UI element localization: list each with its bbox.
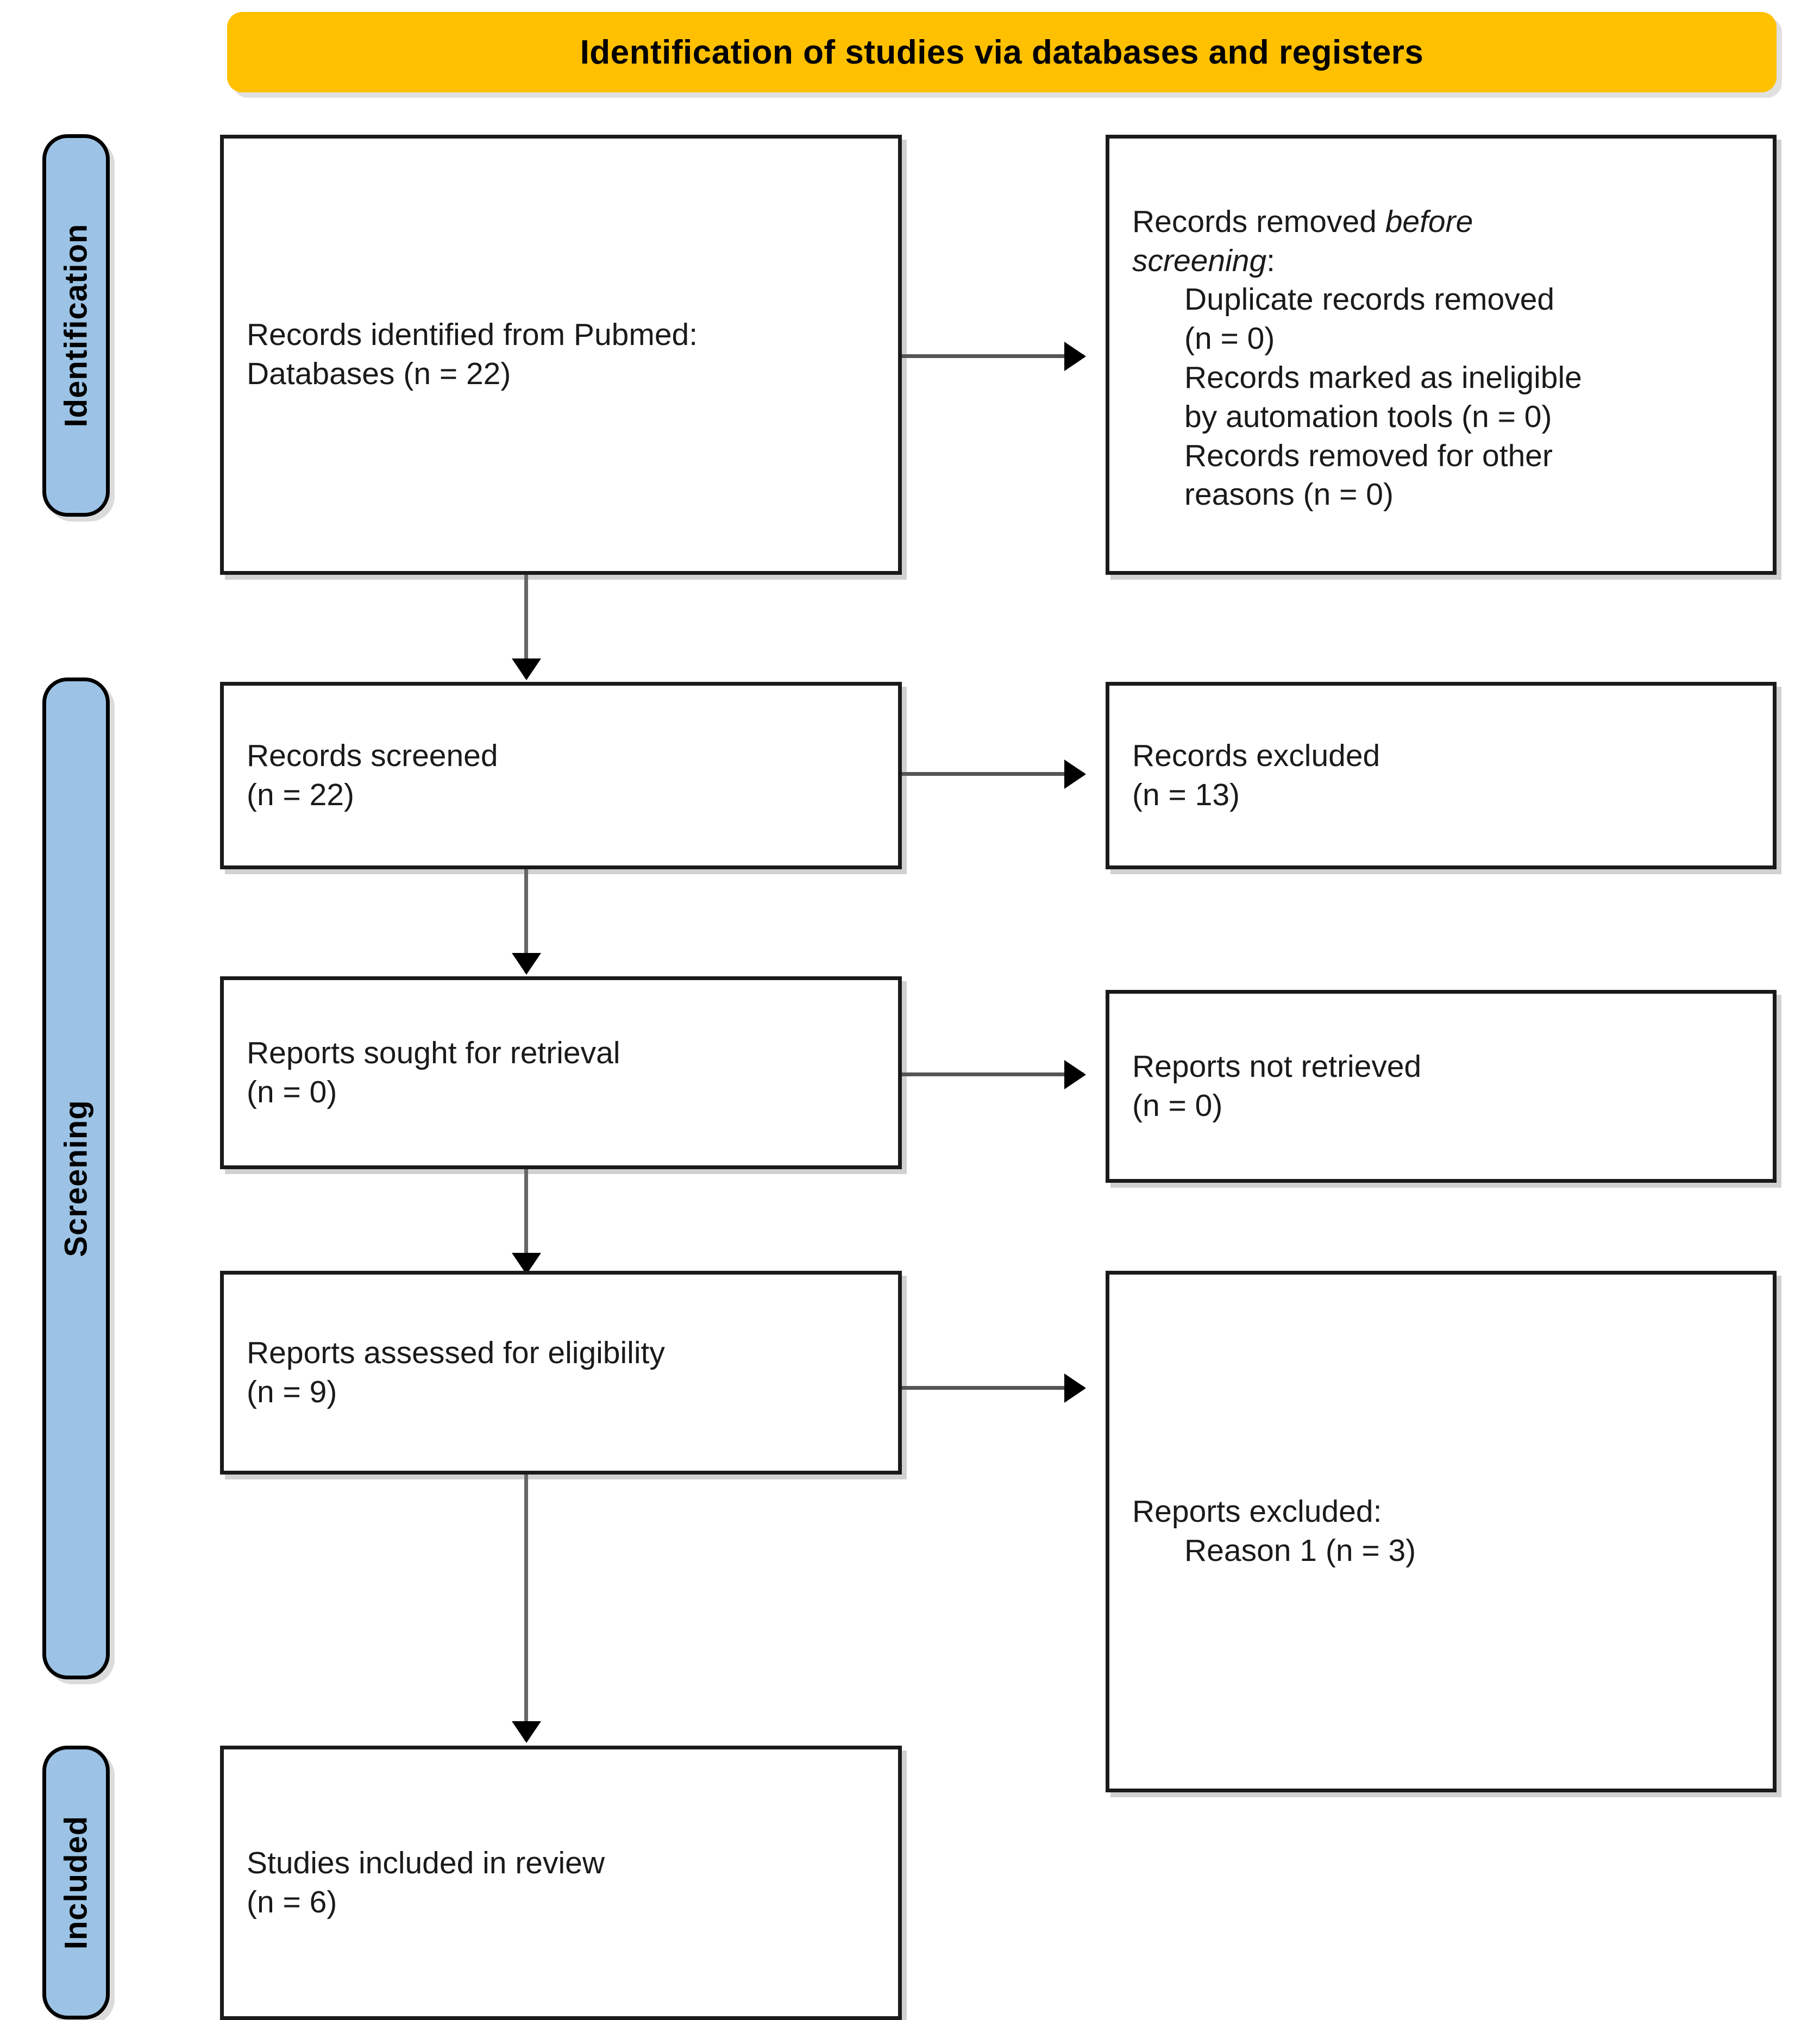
stage-pill-included: Included [42, 1746, 110, 2019]
stage-pill-identification: Identification [42, 134, 110, 517]
box-reports-excluded: Reports excluded: Reason 1 (n = 3) [1106, 1271, 1777, 1792]
studies-included-line-1: Studies included in review [247, 1845, 605, 1880]
reports-sought-line-1: Reports sought for retrieval [247, 1035, 620, 1070]
records-removed-item-1a: Duplicate records removed [1184, 282, 1555, 317]
records-removed-colon: : [1266, 243, 1275, 278]
box-studies-included-in-review: Studies included in review (n = 6) [220, 1746, 902, 2020]
box-reports-not-retrieved: Reports not retrieved (n = 0) [1106, 990, 1777, 1183]
records-removed-heading-line-1: Records removed before [1132, 203, 1750, 242]
reports-assessed-line-2: (n = 9) [247, 1374, 337, 1409]
arrow-assessed-to-included [524, 1475, 528, 1741]
diagram-title: Identification of studies via databases … [580, 33, 1424, 71]
arrow-screened-to-excluded [902, 772, 1084, 776]
records-removed-item-3a: Records removed for other [1184, 438, 1553, 473]
records-removed-item-3b: reasons (n = 0) [1184, 477, 1394, 512]
records-screened-line-2: (n = 22) [247, 777, 355, 812]
reports-not-retrieved-line-1: Reports not retrieved [1132, 1049, 1422, 1084]
records-excluded-line-2: (n = 13) [1132, 777, 1240, 812]
records-removed-italic-screening: screening [1132, 243, 1267, 278]
records-screened-line-1: Records screened [247, 738, 498, 773]
records-removed-italic-before: before [1385, 204, 1473, 239]
arrow-identified-to-removed [902, 354, 1084, 358]
box-records-removed-before-screening: Records removed before screening: Duplic… [1106, 135, 1777, 575]
records-removed-item-2a: Records marked as ineligible [1184, 360, 1582, 395]
stage-label-identification: Identification [58, 223, 94, 428]
reports-excluded-line-2: Reason 1 (n = 3) [1184, 1533, 1416, 1568]
arrow-screened-to-sought [524, 869, 528, 973]
box-records-identified: Records identified from Pubmed: Database… [220, 135, 902, 575]
records-removed-heading-line-2: screening: [1132, 242, 1750, 281]
records-removed-item-1b: (n = 0) [1184, 321, 1275, 356]
arrow-identified-to-screened [524, 575, 528, 678]
diagram-header-banner: Identification of studies via databases … [227, 12, 1777, 92]
stage-pill-screening: Screening [42, 677, 110, 1679]
records-identified-line-1: Records identified from Pubmed: [247, 317, 698, 353]
reports-not-retrieved-line-2: (n = 0) [1132, 1088, 1223, 1123]
records-excluded-line-1: Records excluded [1132, 738, 1380, 773]
records-removed-prefix: Records removed [1132, 204, 1385, 239]
studies-included-line-2: (n = 6) [247, 1884, 337, 1919]
stage-label-screening: Screening [58, 1100, 94, 1257]
box-records-excluded: Records excluded (n = 13) [1106, 682, 1777, 869]
arrow-assessed-to-reports-excluded [902, 1386, 1084, 1390]
box-records-screened: Records screened (n = 22) [220, 682, 902, 869]
reports-assessed-line-1: Reports assessed for eligibility [247, 1335, 665, 1370]
reports-excluded-line-1: Reports excluded: [1132, 1494, 1382, 1529]
reports-sought-line-2: (n = 0) [247, 1074, 337, 1109]
stage-label-included: Included [58, 1815, 94, 1950]
arrow-sought-to-not-retrieved [902, 1072, 1084, 1076]
box-reports-sought-for-retrieval: Reports sought for retrieval (n = 0) [220, 976, 902, 1169]
records-identified-line-2: Databases (n = 22) [247, 356, 511, 391]
arrow-sought-to-assessed [524, 1169, 528, 1272]
box-reports-assessed-for-eligibility: Reports assessed for eligibility (n = 9) [220, 1271, 902, 1475]
records-removed-item-2b: by automation tools (n = 0) [1184, 399, 1552, 434]
